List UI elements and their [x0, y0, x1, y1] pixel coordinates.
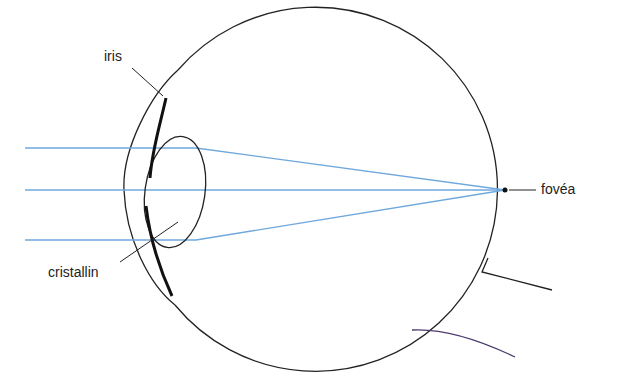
eyeball-outline — [175, 7, 497, 371]
leader-line — [132, 68, 163, 96]
part-label: cristallin — [48, 264, 99, 281]
lens — [137, 132, 212, 251]
iris — [146, 206, 172, 296]
leader-line — [509, 190, 536, 191]
iris — [150, 98, 166, 178]
light-rays — [25, 148, 505, 240]
fovea-dot — [503, 188, 508, 193]
part-label: iris — [104, 48, 122, 65]
optic-nerve — [412, 330, 515, 357]
optic-nerve — [482, 258, 552, 290]
cornea-outline — [124, 70, 178, 305]
leader-line — [120, 222, 178, 262]
part-label: fovéa — [541, 181, 575, 198]
